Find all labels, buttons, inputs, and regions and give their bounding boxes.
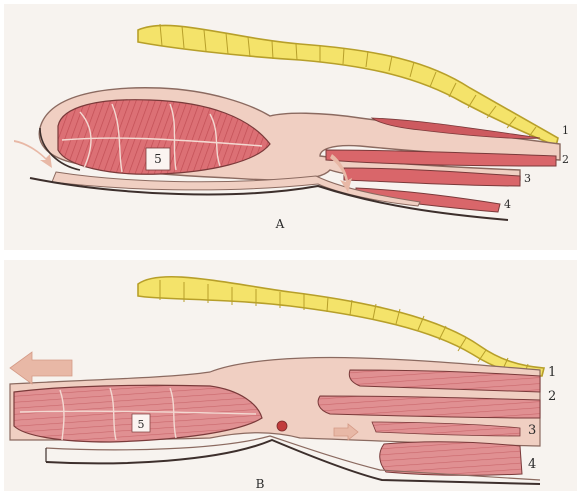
panel-a: 5 1 2 3 4 A bbox=[4, 4, 577, 250]
panel-b: 5 1 2 3 4 B bbox=[4, 260, 577, 491]
panel-b-nodule bbox=[277, 421, 287, 431]
panel-b-label-3: 3 bbox=[528, 423, 536, 438]
panel-a-caption: A bbox=[275, 217, 285, 231]
panel-a-label-3: 3 bbox=[524, 172, 531, 185]
panel-b-caption: B bbox=[256, 477, 265, 491]
panel-b-muscle-2 bbox=[318, 396, 540, 418]
panel-b-label-1: 1 bbox=[548, 365, 556, 380]
panel-b-label-4: 4 bbox=[528, 457, 536, 472]
panel-b-label-5: 5 bbox=[138, 418, 145, 431]
panel-a-label-1: 1 bbox=[562, 124, 569, 137]
panel-a-label-2: 2 bbox=[562, 153, 569, 166]
panel-b-label-2: 2 bbox=[548, 389, 556, 404]
panel-a-label-5: 5 bbox=[154, 152, 162, 166]
panel-a-label-4: 4 bbox=[504, 198, 511, 211]
panel-b-muscle-4 bbox=[380, 442, 522, 475]
